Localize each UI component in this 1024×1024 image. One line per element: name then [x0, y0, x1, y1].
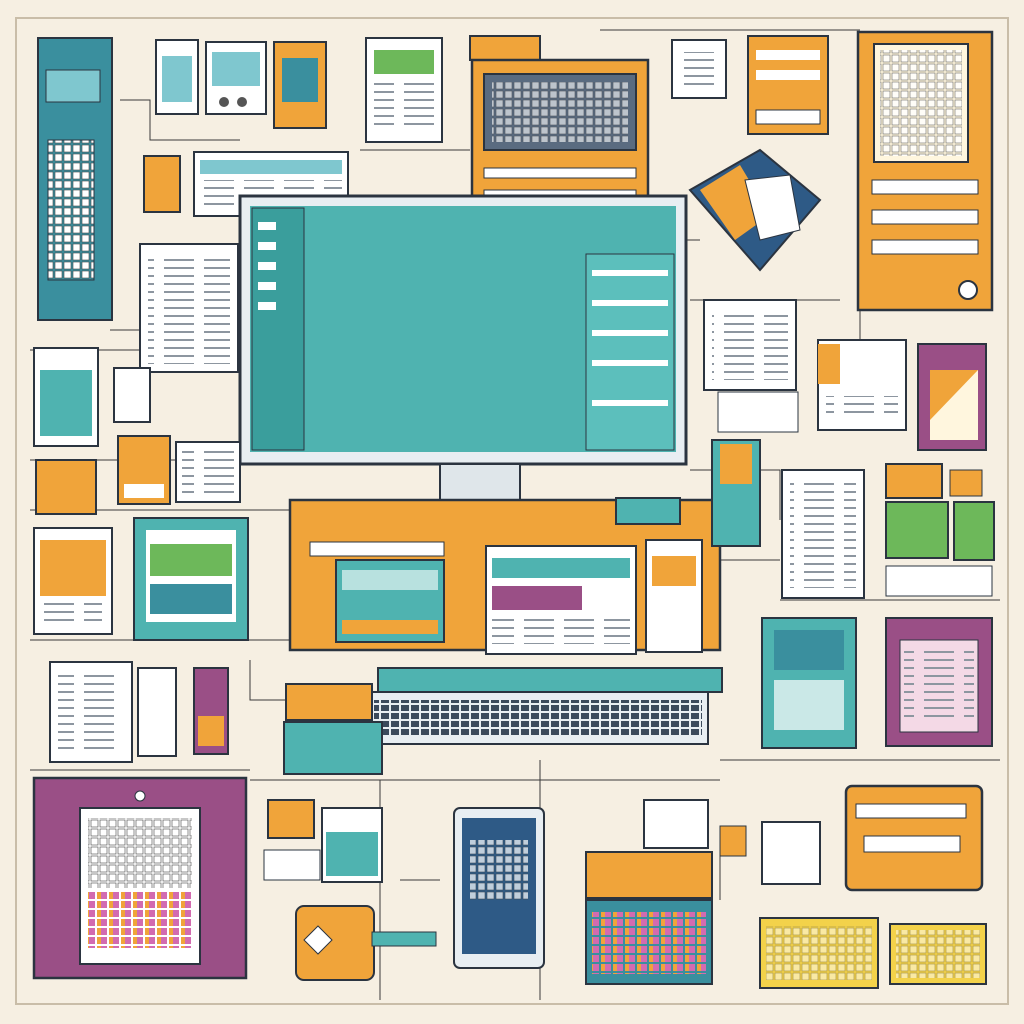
orange-screen-device	[33, 527, 113, 635]
teal-handheld-left	[33, 347, 99, 447]
book-stack-diamond	[688, 148, 822, 272]
green-panels-right	[885, 463, 995, 597]
orange-workstation	[288, 497, 722, 655]
paper-note-bottom	[643, 799, 821, 885]
orange-folder-mini	[35, 459, 97, 515]
orange-printer-top	[747, 35, 829, 135]
paper-doc-lower-left	[49, 661, 133, 763]
magenta-tablet-right	[917, 343, 987, 451]
teal-dock-right	[711, 439, 761, 547]
doc-window-left	[175, 441, 241, 503]
document-stack-left	[139, 243, 239, 373]
orange-box-left	[117, 435, 171, 505]
document-window-top	[365, 37, 443, 143]
smartphone-bottom	[453, 807, 545, 969]
small-doc-left	[113, 367, 151, 423]
small-tablet-top	[155, 39, 199, 115]
tall-orange-cabinet	[856, 30, 994, 312]
magenta-phone-lower-left	[193, 667, 229, 755]
orange-tray-bottom-right	[844, 784, 984, 892]
small-device-top-right	[671, 39, 727, 99]
small-console-top	[205, 41, 267, 115]
orange-folder-left	[143, 155, 181, 213]
orange-stamp	[295, 905, 437, 981]
orange-notepad	[263, 799, 321, 881]
yellow-keyboards-bottom-right	[759, 917, 987, 989]
phone-lower-left	[137, 667, 177, 757]
outer-frame	[15, 17, 1009, 1005]
retro-computer-bottom	[585, 851, 713, 985]
document-cluster-right	[703, 299, 799, 433]
teal-printer-right	[761, 617, 857, 749]
tall-teal-tower	[37, 37, 113, 321]
teal-window-bottom	[321, 807, 383, 883]
keyboard	[367, 667, 723, 745]
teal-tray-center-left	[283, 683, 383, 775]
central-desktop-monitor	[238, 194, 688, 515]
orange-handheld-top	[273, 41, 327, 129]
paper-page-right	[781, 469, 865, 599]
teal-monitor-lower-left	[133, 517, 249, 641]
magenta-cabinet-right	[885, 617, 993, 747]
fax-machine-right	[817, 339, 907, 431]
magenta-tablet-terminal	[32, 776, 248, 980]
